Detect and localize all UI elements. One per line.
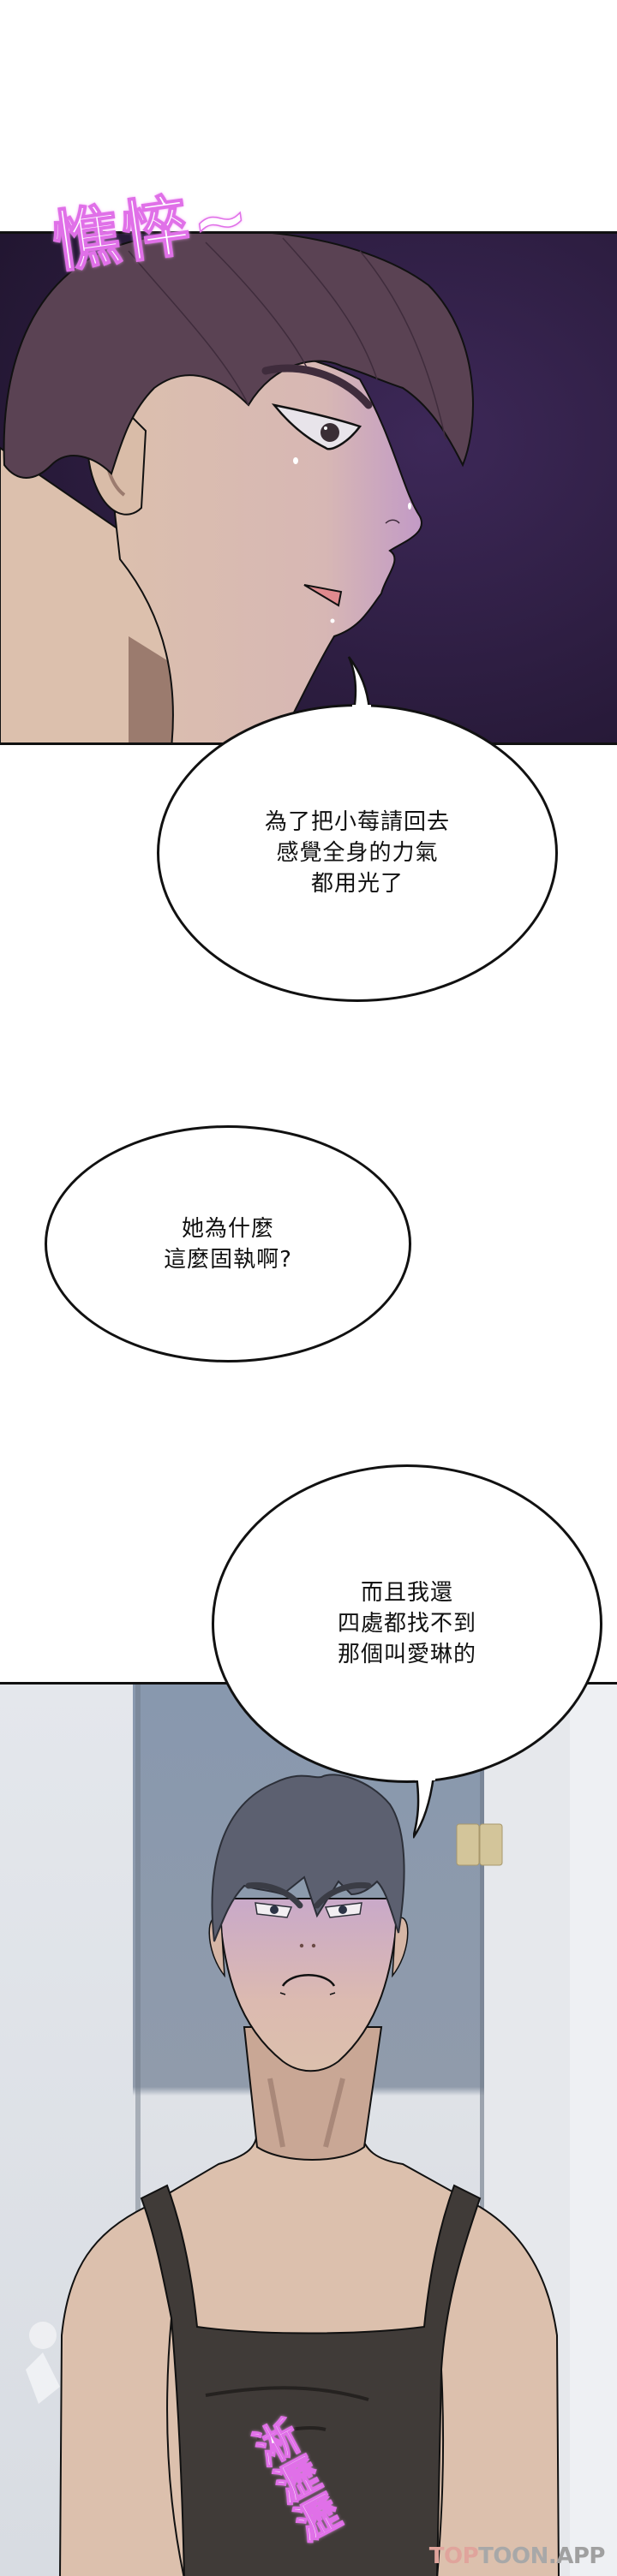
panel-frowning-man-corridor <box>0 1682 617 2576</box>
bubble-3-tail <box>413 1776 435 1839</box>
watermark-top: TOP <box>428 2543 479 2569</box>
panel-tired-man-profile <box>0 231 617 745</box>
panel-1-illustration <box>0 234 617 742</box>
panel-2-illustration <box>0 1685 617 2576</box>
speech-bubble-3: 而且我還 四處都找不到 那個叫愛琳的 <box>212 1464 602 1783</box>
speech-bubble-1-text: 為了把小莓請回去 感覺全身的力氣 都用光了 <box>264 809 450 897</box>
speech-bubble-1: 為了把小莓請回去 感覺全身的力氣 都用光了 <box>157 704 558 1002</box>
bubble-1-tail <box>347 656 371 710</box>
watermark-app: .APP <box>548 2543 606 2569</box>
watermark-toon: TOON <box>478 2543 548 2569</box>
toptoon-watermark: TOPTOON.APP <box>428 2543 606 2569</box>
speech-bubble-3-text: 而且我還 四處都找不到 那個叫愛琳的 <box>337 1580 476 1667</box>
speech-bubble-2: 她為什麼 這麼固執啊? <box>45 1125 411 1363</box>
speech-bubble-2-text: 她為什麼 這麼固執啊? <box>164 1215 292 1273</box>
